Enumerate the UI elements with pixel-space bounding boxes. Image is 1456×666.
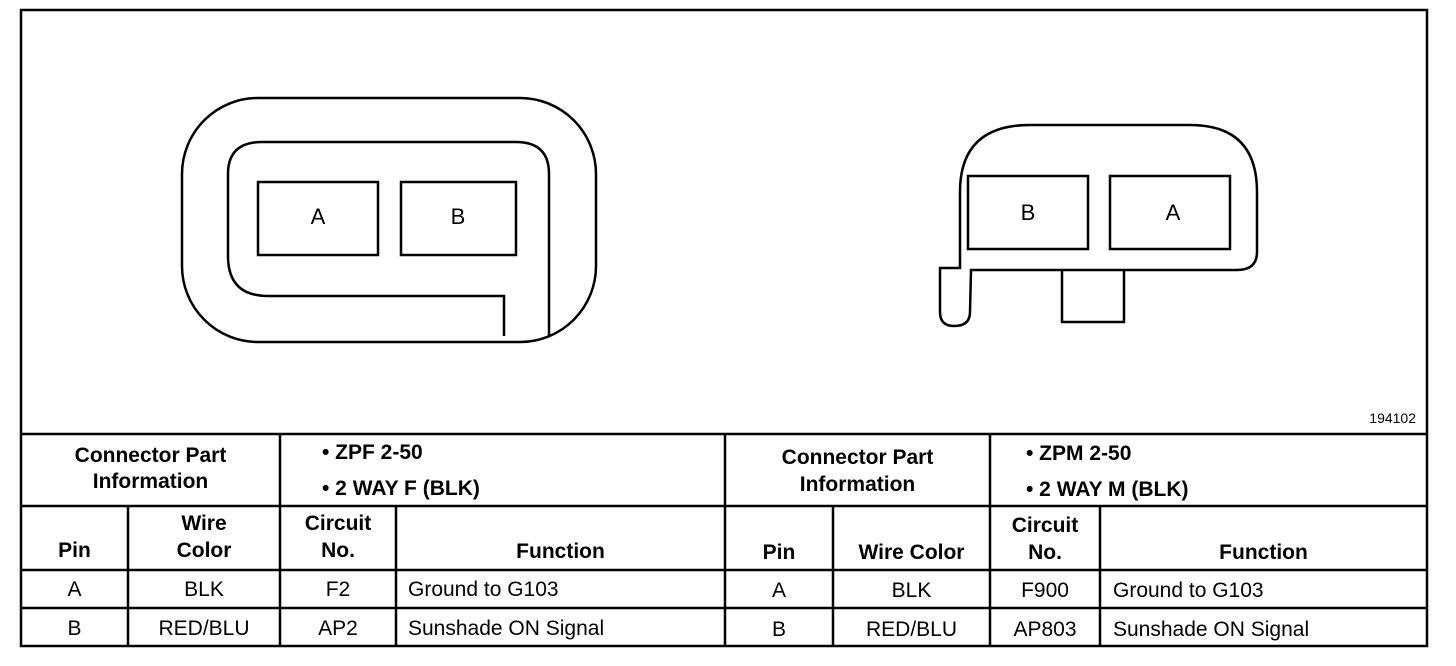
right-row-a-pin: A <box>771 579 786 602</box>
right-cavity-b-label: B <box>1020 200 1036 225</box>
left-connector-body <box>180 96 598 344</box>
left-connector-type: • 2 WAY F (BLK) <box>322 477 480 500</box>
left-row-b-pin: B <box>67 617 82 640</box>
right-header-circuit-line1: Circuit <box>1011 514 1079 537</box>
right-part-info-label-line2: Information <box>799 473 916 496</box>
left-connector-inner-shroud <box>226 140 551 336</box>
right-row-a-function: Ground to G103 <box>1113 579 1264 602</box>
left-row-b-wire-color: RED/BLU <box>158 617 250 640</box>
left-part-info-label-line2: Information <box>92 470 209 493</box>
right-row-a-circuit: F900 <box>1021 579 1069 602</box>
right-connector-latch <box>1060 270 1126 324</box>
right-part-number: • ZPM 2-50 <box>1026 442 1132 465</box>
left-row-a-function: Ground to G103 <box>408 578 559 601</box>
right-row-a-wire-color: BLK <box>891 579 932 602</box>
right-row-b-pin: B <box>771 618 786 641</box>
left-header-function: Function <box>516 540 605 563</box>
right-header-wire-color: Wire Color <box>858 541 965 564</box>
left-cavity-a-label: A <box>310 204 326 229</box>
left-header-pin: Pin <box>58 539 91 562</box>
right-header-circuit-line2: No. <box>1028 541 1062 564</box>
left-header-circuit-line1: Circuit <box>304 512 372 535</box>
left-part-number: • ZPF 2-50 <box>322 441 423 464</box>
right-cavity-b <box>966 174 1090 251</box>
right-connector-type: • 2 WAY M (BLK) <box>1026 478 1189 501</box>
left-row-a-circuit: F2 <box>325 578 351 601</box>
left-header-wire-color-line1: Wire <box>181 512 227 535</box>
left-part-info-label-line1: Connector Part <box>74 444 227 467</box>
left-cavity-b <box>399 180 518 257</box>
right-cavity-a <box>1108 174 1232 251</box>
right-header-function: Function <box>1219 541 1308 564</box>
right-row-b-circuit: AP803 <box>1013 618 1077 641</box>
left-row-a-pin: A <box>67 578 82 601</box>
left-cavity-a <box>256 180 380 257</box>
right-row-b-wire-color: RED/BLU <box>865 618 958 641</box>
figure-id: 194102 <box>1369 410 1416 426</box>
left-row-b-circuit: AP2 <box>318 617 358 640</box>
right-header-pin: Pin <box>762 541 796 564</box>
right-connector-body <box>938 123 1259 328</box>
left-header-wire-color-line2: Color <box>176 539 232 562</box>
left-cavity-b-label: B <box>450 204 466 229</box>
right-row-b-function: Sunshade ON Signal <box>1113 618 1310 641</box>
right-part-info-label-line1: Connector Part <box>781 446 934 469</box>
left-row-b-function: Sunshade ON Signal <box>408 617 605 640</box>
right-cavity-a-label: A <box>1165 200 1181 225</box>
left-row-a-wire-color: BLK <box>184 578 224 601</box>
left-header-circuit-line2: No. <box>321 539 355 562</box>
